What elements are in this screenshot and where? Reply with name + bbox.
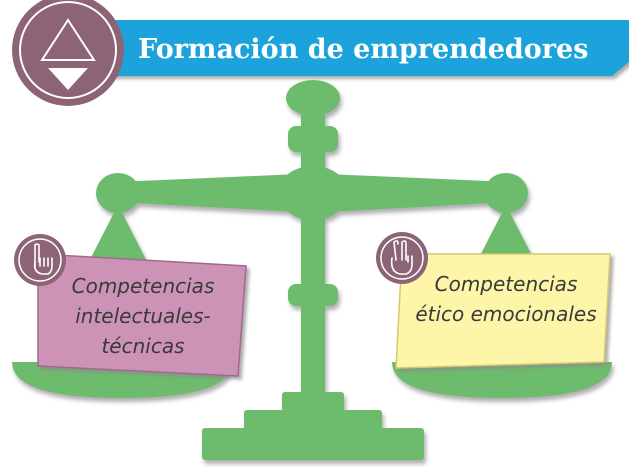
left-card-line-1: Competencias	[72, 274, 215, 298]
left-card-line-3: técnicas	[101, 334, 184, 358]
hand-two-fingers-icon	[376, 232, 428, 284]
header-banner: Formación de emprendedores	[100, 20, 629, 76]
right-card-line-2: ético emocionales	[415, 302, 596, 326]
right-card: Competencias ético emocionales	[395, 253, 611, 369]
scale-base-bottom	[202, 428, 424, 460]
scale-top-knob	[286, 80, 340, 116]
header-badge	[12, 0, 124, 106]
scale-right-pan	[392, 362, 612, 398]
scale-left-knob	[96, 173, 140, 213]
scale-column	[301, 105, 325, 415]
scale-lower-collar	[288, 284, 338, 306]
scale-hub	[278, 166, 348, 220]
left-card-line-2: intelectuales-	[75, 304, 211, 328]
scale-upper-collar	[288, 126, 338, 152]
left-card-panel	[37, 253, 247, 377]
right-card-panel	[395, 253, 611, 369]
page-title: Formación de emprendedores	[138, 34, 588, 65]
scale-base-top	[282, 392, 344, 414]
banner-bar	[100, 20, 629, 76]
left-card: Competencias intelectuales- técnicas	[37, 253, 247, 377]
scale-right-knob	[484, 173, 528, 213]
scale-base-middle	[244, 410, 382, 432]
right-card-line-1: Competencias	[435, 272, 578, 296]
triangle-over-inverted-triangle-icon	[40, 18, 96, 90]
hand-one-finger-icon	[14, 234, 66, 286]
